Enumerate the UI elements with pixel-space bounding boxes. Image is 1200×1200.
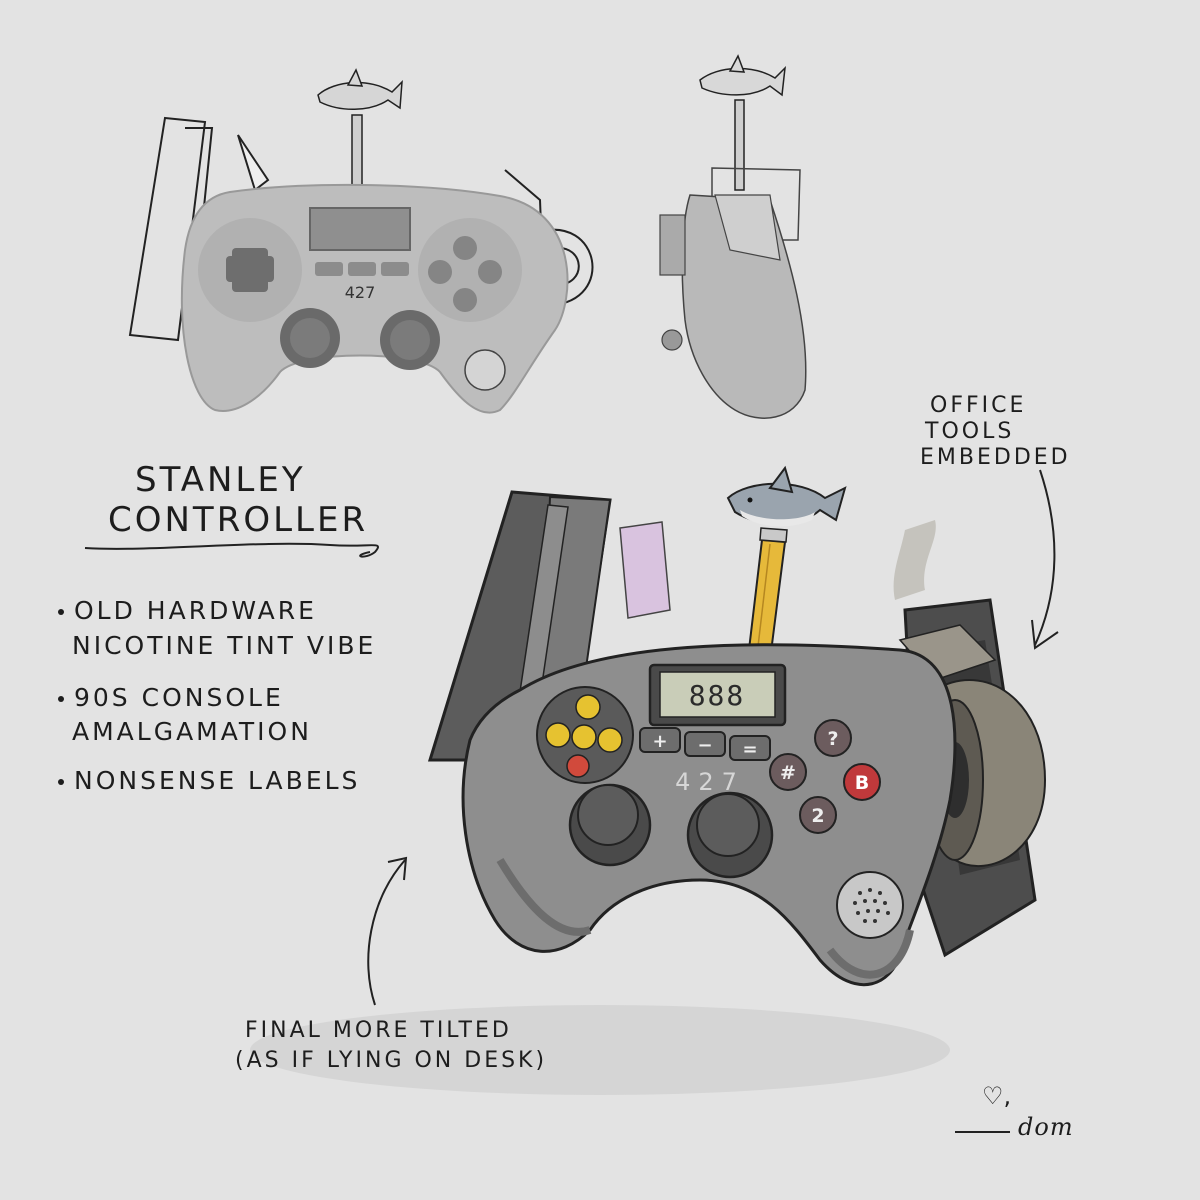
emoji-button-left[interactable] bbox=[545, 722, 571, 748]
calc-buttons: + − = bbox=[639, 727, 771, 761]
note-1-line-1: OLD HARDWARE bbox=[74, 596, 317, 625]
speaker-grill bbox=[836, 871, 904, 939]
left-analog-stick[interactable] bbox=[568, 783, 652, 867]
sketch-front-controller: 427 bbox=[128, 68, 594, 414]
emoji-buttons bbox=[545, 694, 623, 778]
side-shark-topper bbox=[699, 54, 786, 191]
title-underline bbox=[84, 542, 379, 558]
title-line-2: CONTROLLER bbox=[108, 500, 369, 540]
face-button-question[interactable] bbox=[814, 719, 852, 757]
face-button-b[interactable] bbox=[843, 763, 881, 801]
note-1-continued: NICOTINE TINT VIBE bbox=[72, 631, 377, 660]
controller-number-label: 427 bbox=[675, 768, 745, 796]
face-button-hash-label: # bbox=[780, 762, 796, 784]
lcd-screen bbox=[659, 671, 776, 718]
calc-plus-button[interactable] bbox=[639, 727, 681, 753]
signature-name: dom bbox=[1018, 1113, 1074, 1141]
face-button-b-label: B bbox=[855, 772, 869, 794]
annotation-tools-line-3: EMBEDDED bbox=[920, 445, 1071, 470]
face-buttons: ? # B 2 bbox=[769, 719, 881, 834]
calc-minus-label: − bbox=[697, 735, 712, 756]
sketch-shark-topper bbox=[317, 68, 403, 196]
title-line-1: STANLEY bbox=[135, 460, 306, 500]
note-2-continued: AMALGAMATION bbox=[72, 717, 312, 746]
bullet-dot bbox=[58, 696, 64, 702]
shark-topper bbox=[726, 465, 847, 527]
annotation-final-line-2: (AS IF LYING ON DESK) bbox=[235, 1048, 548, 1073]
right-analog-stick[interactable] bbox=[686, 791, 774, 879]
annotation-tools-line-2: TOOLS bbox=[925, 419, 1015, 444]
lcd-value: 888 bbox=[689, 679, 746, 712]
note-3: NONSENSE LABELS bbox=[58, 765, 360, 797]
sketch-speaker bbox=[464, 349, 506, 391]
sketch-dpad bbox=[226, 248, 274, 292]
bullet-dot bbox=[58, 779, 64, 785]
sticky-note bbox=[619, 521, 671, 619]
emoji-button-center[interactable] bbox=[571, 724, 597, 750]
pencil bbox=[746, 527, 788, 662]
signature-heart: ♡, bbox=[982, 1082, 1012, 1110]
emoji-button-bottom[interactable] bbox=[566, 754, 590, 778]
emoji-button-top[interactable] bbox=[575, 694, 601, 720]
note-2-line-1: 90S CONSOLE bbox=[74, 683, 284, 712]
sketch-number-label: 427 bbox=[345, 283, 376, 302]
face-button-two[interactable] bbox=[799, 796, 837, 834]
face-button-two-label: 2 bbox=[811, 805, 824, 827]
annotation-tools-line-1: OFFICE bbox=[930, 393, 1027, 418]
sketch-side-controller bbox=[659, 54, 807, 419]
sketch-face-buttons bbox=[428, 236, 502, 312]
final-controller: 888 + − = 427 ? # B 2 bbox=[250, 465, 1047, 1095]
calc-equals-button[interactable] bbox=[729, 735, 771, 761]
annotation-final-line-1: FINAL MORE TILTED bbox=[245, 1018, 512, 1043]
calc-equals-label: = bbox=[742, 739, 757, 760]
face-button-question-label: ? bbox=[827, 728, 838, 750]
desk-shadow bbox=[250, 1005, 950, 1095]
calc-minus-button[interactable] bbox=[684, 731, 726, 757]
face-button-hash[interactable] bbox=[769, 753, 807, 791]
emoji-button-right[interactable] bbox=[597, 727, 623, 753]
note-3-line-1: NONSENSE LABELS bbox=[74, 766, 361, 795]
bullet-dot bbox=[58, 609, 64, 615]
note-2: 90S CONSOLE bbox=[58, 682, 284, 714]
calc-plus-label: + bbox=[652, 731, 667, 752]
arrow-tools bbox=[1031, 469, 1059, 650]
note-1: OLD HARDWARE bbox=[58, 595, 317, 627]
sketch-lcd-screen bbox=[309, 207, 411, 251]
arrow-final bbox=[367, 856, 408, 1006]
